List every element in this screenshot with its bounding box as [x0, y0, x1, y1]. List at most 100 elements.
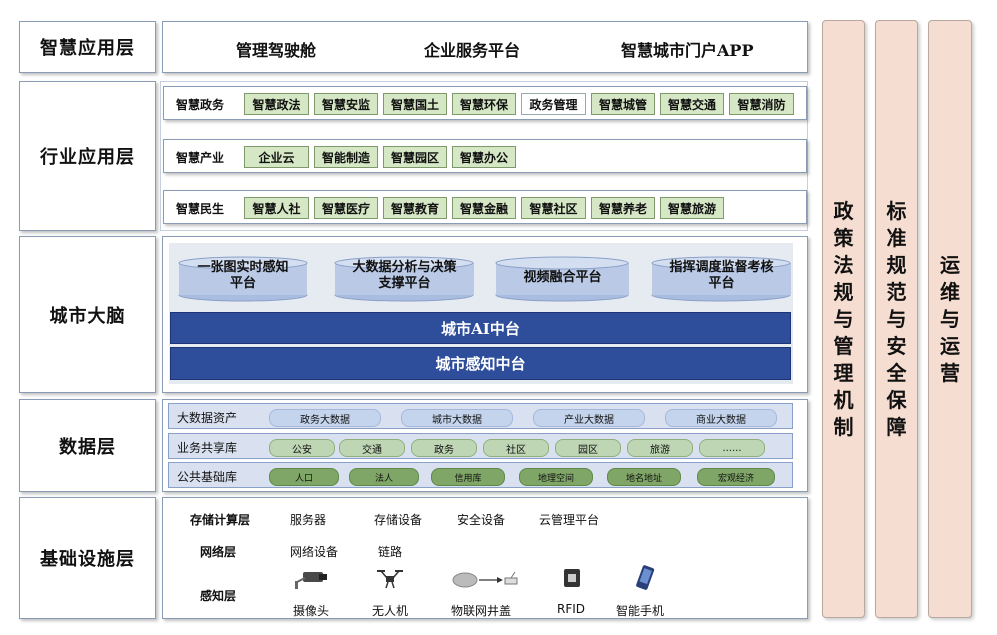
data-item-community: 社区 [483, 439, 549, 457]
app-layer-panel [162, 21, 808, 73]
data-item-tourism: 旅游 [627, 439, 693, 457]
platform-line1: 视频融合平台 [523, 270, 602, 285]
chip-smart-fire: 智慧消防 [729, 93, 794, 115]
cylinder-shape [495, 256, 629, 302]
column-char: 运 [940, 252, 960, 277]
layer-label-app: 智慧应用层 [19, 21, 156, 73]
industry-row-title: 智慧产业 [176, 151, 225, 165]
platform-line1: 指挥调度监督考核 [669, 260, 774, 275]
column-char: 策 [833, 225, 854, 250]
infra-item-storage-device: 存储设备 [374, 513, 423, 527]
column-char: 理 [833, 360, 854, 385]
column-char: 法 [833, 252, 854, 277]
platform-line2: 平台 [708, 276, 735, 291]
chip-gov-management: 政务管理 [521, 93, 586, 115]
cylinder-shape [651, 256, 791, 302]
chip-smart-law: 智慧政法 [244, 93, 309, 115]
data-row-title: 业务共享库 [177, 441, 238, 455]
data-row-base: 公共基础库 人口 法人 信用库 地理空间 地名地址 宏观经济 [168, 462, 793, 488]
column-char: 安 [886, 333, 907, 358]
app-item-city-portal: 智慧城市门户APP [621, 41, 754, 60]
data-item-credit: 信用库 [431, 468, 505, 486]
layer-label-data: 数据层 [19, 399, 156, 492]
sensing-label-drone: 无人机 [372, 604, 409, 618]
platform-realtime-map: 一张图实时感知平台 [177, 256, 309, 302]
chip-smart-finance: 智慧金融 [452, 197, 516, 219]
infra-title-network: 网络层 [200, 545, 237, 559]
cylinder-shape [334, 256, 474, 302]
sensing-label-iot-manhole: 物联网井盖 [451, 604, 512, 618]
chip-smart-education: 智慧教育 [383, 197, 447, 219]
sensing-label-smartphone: 智能手机 [616, 604, 665, 618]
app-item-enterprise-platform: 企业服务平台 [424, 41, 521, 60]
drone-icon [377, 570, 403, 589]
data-item-population: 人口 [269, 468, 339, 486]
column-char: 机 [833, 387, 854, 412]
column-policy-regulation: 政 策 法 规 与 管 理 机 制 [822, 20, 865, 618]
sensing-label-camera: 摄像头 [293, 604, 330, 618]
platform-line2: 平台 [229, 276, 256, 291]
data-row-title: 公共基础库 [177, 470, 238, 484]
layer-label-infra: 基础设施层 [19, 497, 156, 619]
data-item-police: 公安 [269, 439, 335, 457]
iot-manhole-icon [452, 571, 518, 588]
infra-item-link: 链路 [378, 545, 403, 559]
column-char: 标 [886, 198, 907, 223]
column-char: 全 [886, 360, 907, 385]
city-ai-middle-platform: 城市AI中台 [170, 312, 791, 344]
data-item-gov: 政务 [411, 439, 477, 457]
chip-smart-environment: 智慧环保 [452, 93, 516, 115]
platform-command-dispatch: 指挥调度监督考核平台 [650, 256, 793, 302]
data-row-shared: 业务共享库 公安 交通 政务 社区 园区 旅游 ...... [168, 433, 793, 459]
column-char: 管 [833, 333, 854, 358]
column-char: 运 [940, 333, 960, 358]
rfid-icon [564, 569, 580, 587]
chip-enterprise-cloud: 企业云 [244, 146, 309, 168]
layer-label-brain: 城市大脑 [19, 236, 156, 393]
smartphone-icon [636, 565, 655, 590]
chip-smart-tourism: 智慧旅游 [660, 197, 724, 219]
data-item-industry-bigdata: 产业大数据 [533, 409, 645, 427]
data-item-legal-person: 法人 [349, 468, 419, 486]
cylinder-shape [178, 256, 308, 302]
data-item-park: 园区 [555, 439, 621, 457]
column-operations: 运 维 与 运 营 [928, 20, 972, 618]
data-item-more: ...... [699, 439, 765, 457]
column-char: 障 [886, 414, 907, 439]
platform-line1: 一张图实时感知 [197, 260, 289, 275]
infra-title-sensing: 感知层 [200, 589, 237, 603]
chip-smart-park: 智慧园区 [383, 146, 447, 168]
layer-label-industry: 行业应用层 [19, 81, 156, 231]
column-char: 规 [886, 252, 907, 277]
data-row-assets: 大数据资产 政务大数据 城市大数据 产业大数据 商业大数据 [168, 403, 793, 429]
data-item-business-bigdata: 商业大数据 [665, 409, 777, 427]
column-char: 范 [886, 279, 907, 304]
data-item-place-address: 地名地址 [607, 468, 681, 486]
city-perception-middle-platform: 城市感知中台 [170, 347, 791, 380]
industry-row-gov: 智慧政务 智慧政法 智慧安监 智慧国土 智慧环保 政务管理 智慧城管 智慧交通 … [163, 86, 807, 120]
infra-item-cloud-management: 云管理平台 [539, 513, 600, 527]
chip-smart-urban: 智慧城管 [591, 93, 655, 115]
chip-smart-office: 智慧办公 [452, 146, 516, 168]
industry-row-title: 智慧民生 [176, 202, 225, 216]
camera-icon [295, 572, 327, 589]
data-item-geospatial: 地理空间 [519, 468, 593, 486]
platform-line1: 大数据分析与决策 [352, 260, 457, 275]
data-item-traffic: 交通 [339, 439, 405, 457]
column-char: 与 [886, 306, 907, 331]
chip-smart-manufacturing: 智能制造 [314, 146, 378, 168]
column-char: 与 [940, 306, 960, 331]
column-char: 与 [833, 306, 854, 331]
chip-smart-social-security: 智慧人社 [244, 197, 309, 219]
data-row-title: 大数据资产 [177, 411, 238, 425]
infra-item-network-device: 网络设备 [290, 545, 339, 559]
infra-layer-panel [162, 497, 808, 619]
industry-row-people: 智慧民生 智慧人社 智慧医疗 智慧教育 智慧金融 智慧社区 智慧养老 智慧旅游 [163, 190, 807, 224]
column-standard-security: 标 准 规 范 与 安 全 保 障 [875, 20, 918, 618]
platform-bigdata-decision: 大数据分析与决策支撑平台 [333, 256, 476, 302]
chip-smart-community: 智慧社区 [521, 197, 586, 219]
data-item-gov-bigdata: 政务大数据 [269, 409, 381, 427]
chip-smart-traffic: 智慧交通 [660, 93, 724, 115]
column-char: 准 [886, 225, 907, 250]
infra-item-server: 服务器 [290, 513, 327, 527]
